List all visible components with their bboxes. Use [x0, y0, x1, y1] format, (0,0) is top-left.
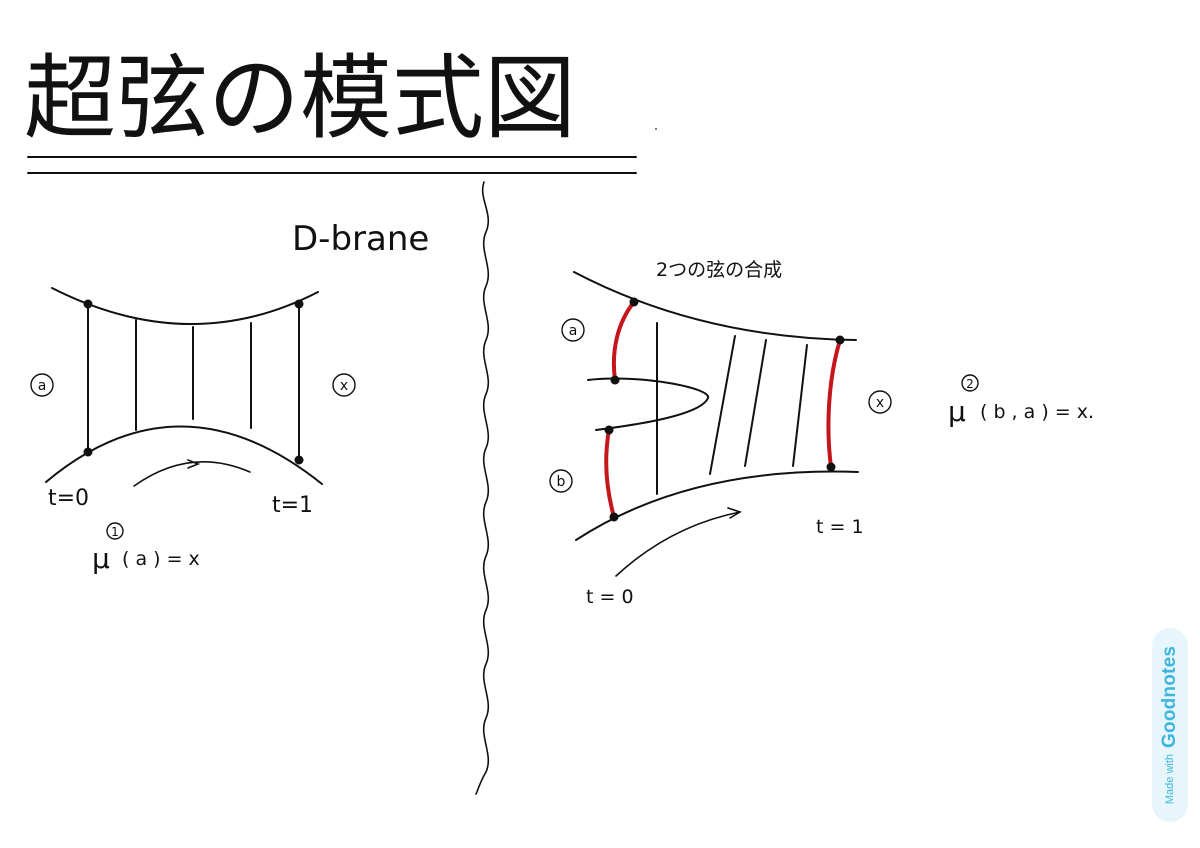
input-a-label: a [38, 378, 47, 394]
red-string-a [611, 300, 636, 382]
arrowhead-icon [187, 459, 201, 469]
input-a-label-right: a [569, 323, 578, 339]
op-index-circle-right [961, 374, 979, 392]
endpoint-dot [83, 299, 93, 309]
arrowhead-icon [727, 507, 742, 519]
lower-brane-left [45, 425, 323, 485]
output-x-label: x [340, 378, 348, 394]
string-right-4 [792, 344, 808, 467]
endpoint-dot [609, 512, 619, 522]
composition-label: 2つの弦の合成 [656, 259, 782, 281]
op-index-2: 2 [966, 377, 974, 391]
formula-mu-right: μ [948, 395, 966, 428]
t-start-label-right: t = 0 [586, 586, 634, 608]
endpoint-dot [629, 297, 639, 307]
badge-made-with: Made with [1164, 753, 1176, 805]
endpoint-dot [294, 455, 304, 465]
string-right-2 [709, 335, 736, 475]
output-x-circle-right [868, 390, 892, 414]
dbrane-label: D-brane [292, 219, 429, 259]
time-flow-arrow-right [615, 511, 741, 577]
time-flow-arrow [133, 460, 251, 487]
input-b-circle-right [549, 469, 573, 493]
output-x-label-right: x [876, 395, 884, 411]
endpoint-dot [835, 335, 845, 345]
endpoint-dot [610, 375, 620, 385]
middle-brane-fold [587, 377, 709, 431]
t-start-label: t=0 [48, 486, 89, 511]
red-string-x [826, 338, 842, 469]
input-a-circle-right [561, 318, 585, 342]
badge-text-row: Made with Goodnotes [1152, 628, 1188, 822]
endpoint-dot [294, 299, 304, 309]
input-a-circle [30, 373, 54, 397]
op-index-1: 1 [111, 525, 119, 539]
formula-left: ( a ) = x [122, 548, 200, 570]
input-b-label-right: b [557, 474, 566, 490]
op-index-circle [106, 522, 124, 540]
t-end-label-right: t = 1 [816, 516, 864, 538]
red-string-b [604, 428, 616, 519]
output-x-circle [332, 373, 356, 397]
wavy-divider [475, 181, 490, 795]
string-right-3 [744, 339, 767, 467]
t-end-label: t=1 [272, 493, 313, 518]
endpoint-dot [826, 462, 836, 472]
formula-right: ( b , a ) = x. [980, 401, 1094, 423]
goodnotes-badge: Made with Goodnotes [1152, 628, 1188, 822]
lower-brane-right [575, 470, 859, 541]
page-title: 超弦の模式図 [24, 45, 576, 152]
endpoint-dot [83, 447, 93, 457]
upper-brane-right [573, 271, 857, 341]
endpoint-dot [604, 425, 614, 435]
badge-brand: Goodnotes [1159, 645, 1180, 748]
formula-mu: μ [92, 542, 110, 575]
stray-mark [655, 128, 657, 130]
